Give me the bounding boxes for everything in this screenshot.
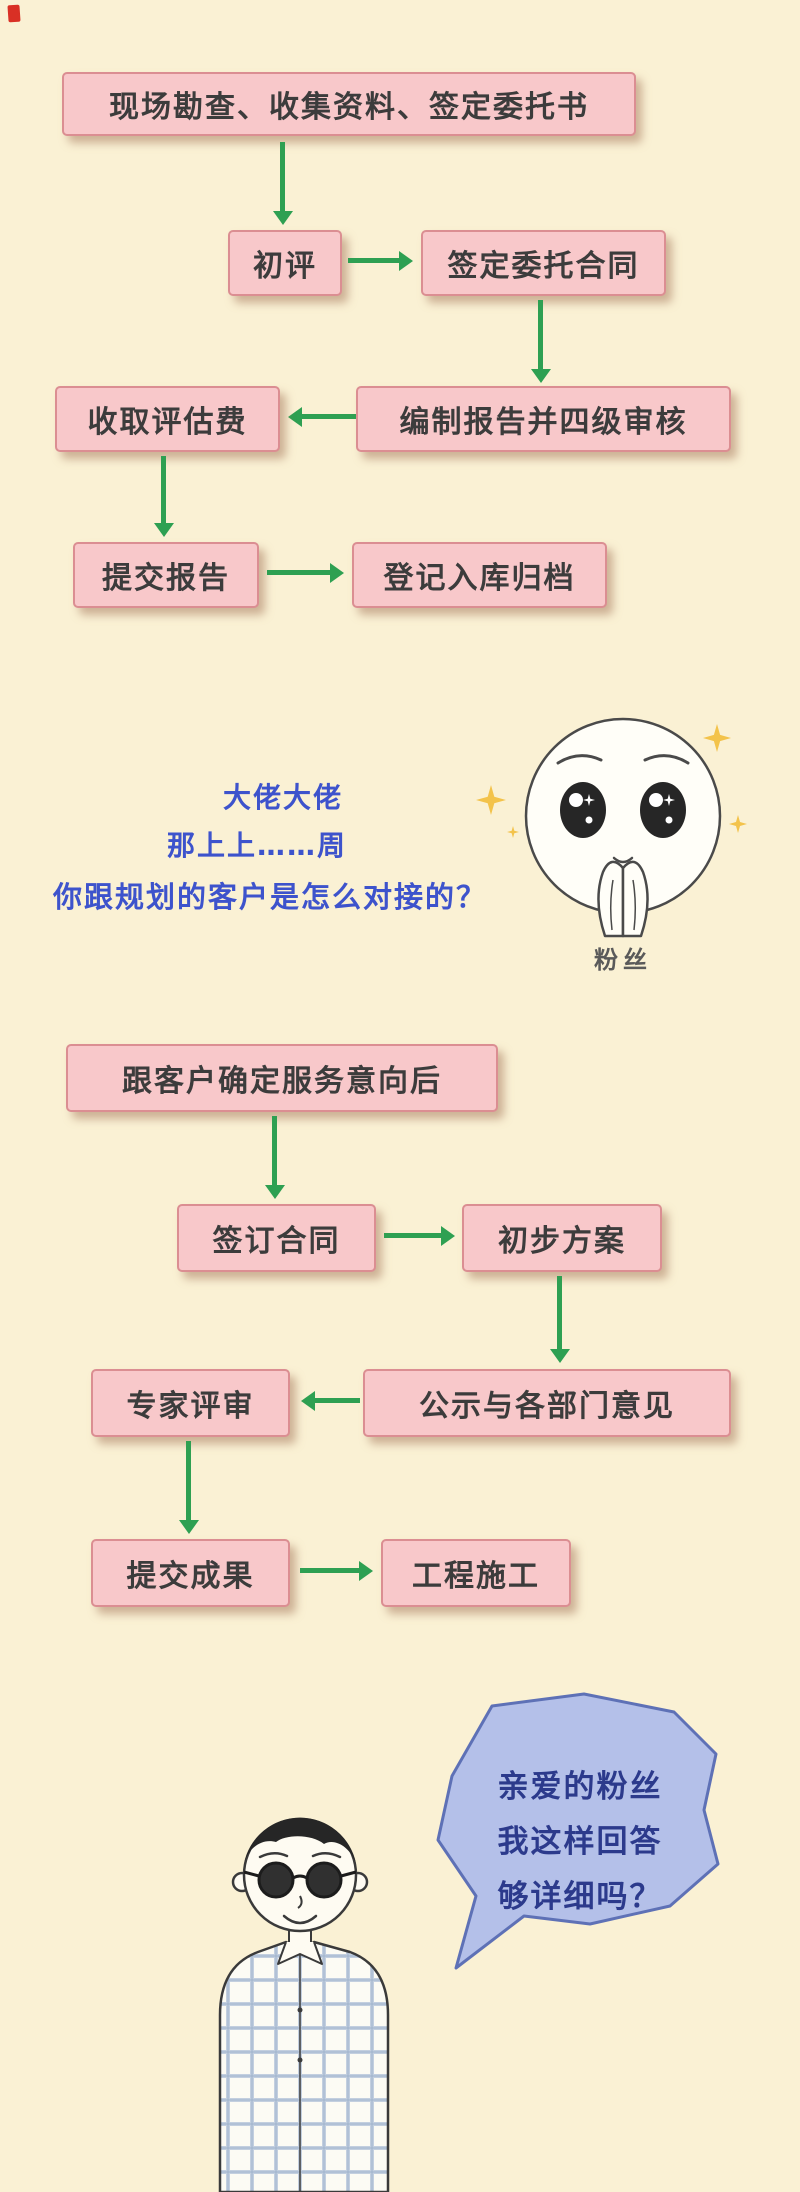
flow2-node-public-review: 公示与各部门意见 xyxy=(363,1369,731,1437)
fan-question-line2: 那上上……周 xyxy=(166,829,348,862)
arrow-down-icon xyxy=(161,456,166,524)
arrow-right-icon xyxy=(384,1233,442,1238)
glasses-icon xyxy=(243,1861,357,1899)
arrow-down-icon xyxy=(557,1276,562,1350)
arrow-down-icon xyxy=(186,1441,191,1521)
reply-line2: 我这样回答 xyxy=(497,1824,663,1860)
fan-emoji xyxy=(476,717,747,938)
flow2-node-sign-contract: 签订合同 xyxy=(177,1204,376,1272)
flow1-node-report-audit: 编制报告并四级审核 xyxy=(356,386,731,452)
sparkle-icon xyxy=(476,724,747,838)
arrow-right-icon xyxy=(267,570,331,575)
author-avatar xyxy=(218,1817,390,2192)
flow1-node-archive: 登记入库归档 xyxy=(352,542,607,608)
arrow-left-icon xyxy=(314,1398,360,1403)
flow2-node-expert-review: 专家评审 xyxy=(91,1369,290,1437)
reply-line1: 亲爱的粉丝 xyxy=(497,1769,663,1805)
reply-bubble-text: 亲爱的粉丝 我这样回答 够详细吗？ xyxy=(452,1760,708,1925)
flow2-node-draft-plan: 初步方案 xyxy=(462,1204,662,1272)
arrow-down-icon xyxy=(280,142,285,212)
corner-mark xyxy=(7,4,21,23)
arrow-right-icon xyxy=(300,1568,360,1573)
fan-label: 粉丝 xyxy=(594,946,652,974)
flow1-node-submit-report: 提交报告 xyxy=(73,542,259,608)
fan-question-line1: 大佬大佬 xyxy=(222,781,344,814)
flow1-node-survey: 现场勘查、收集资料、签定委托书 xyxy=(62,72,636,136)
flow1-node-sign-commission: 签定委托合同 xyxy=(421,230,666,296)
arrow-down-icon xyxy=(538,300,543,370)
flow2-node-submit-results: 提交成果 xyxy=(91,1539,290,1607)
arrow-right-icon xyxy=(348,258,400,263)
arrow-left-icon xyxy=(301,414,356,419)
flow1-node-initial-review: 初评 xyxy=(228,230,342,296)
flow1-node-collect-fee: 收取评估费 xyxy=(55,386,280,452)
reply-line3: 够详细吗？ xyxy=(497,1879,663,1915)
speech-bubble xyxy=(436,1692,720,1970)
fan-question-line3: 你跟规划的客户是怎么对接的？ xyxy=(52,880,488,914)
arrow-down-icon xyxy=(272,1116,277,1186)
flow2-node-confirm-intent: 跟客户确定服务意向后 xyxy=(66,1044,498,1112)
flow2-node-construction: 工程施工 xyxy=(381,1539,571,1607)
